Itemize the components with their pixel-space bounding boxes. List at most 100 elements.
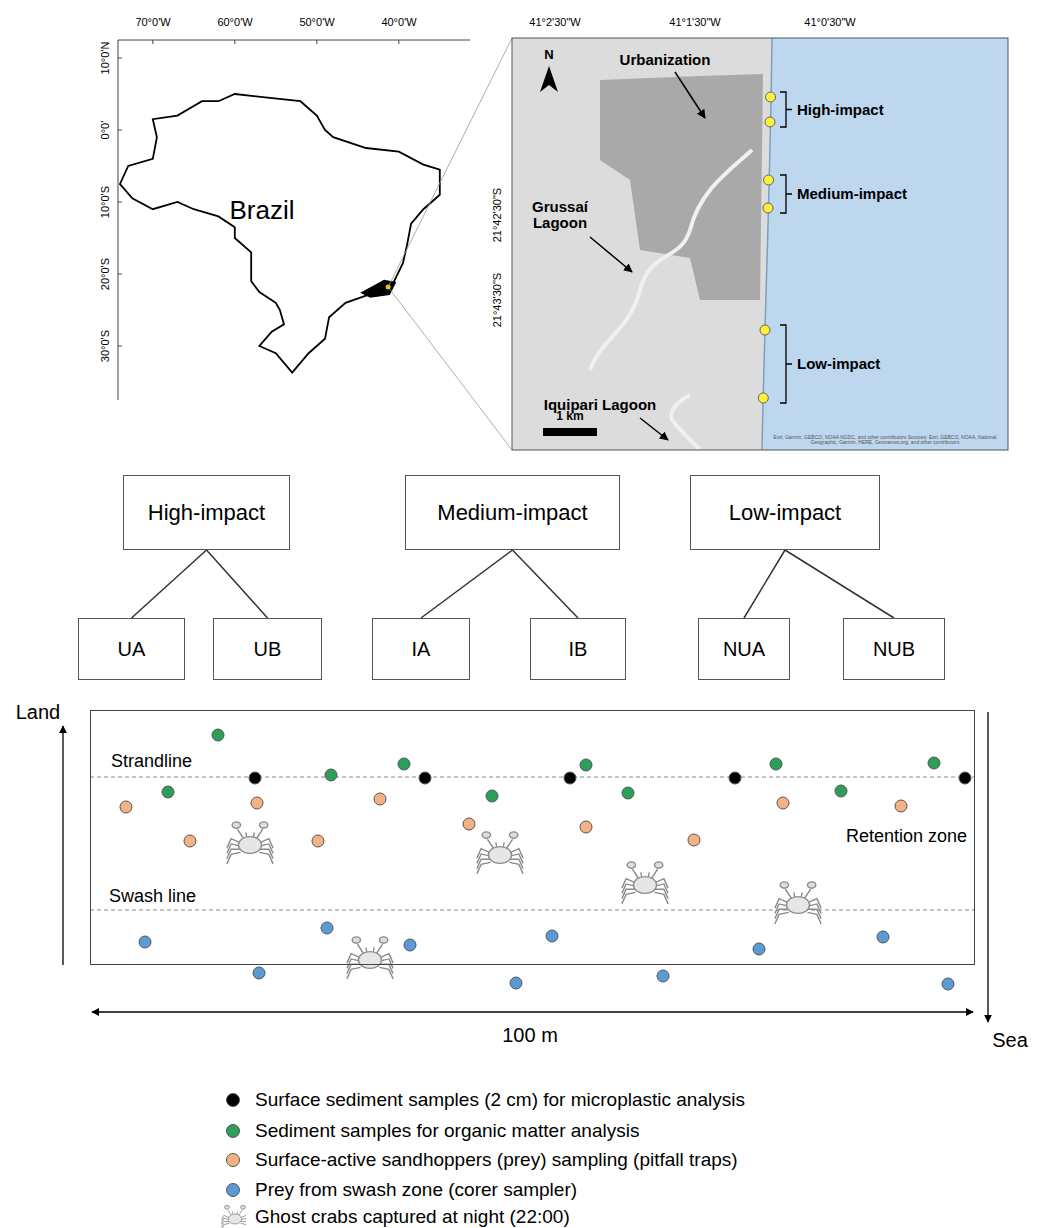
axis-label: 41°2'30"W: [529, 16, 580, 28]
illustration-part: [777, 797, 789, 809]
illustration-part: [316, 40, 317, 44]
axis-label: 10°0'N: [99, 42, 111, 75]
axis-label: 21°42'30"S: [491, 188, 503, 242]
illustration-part: [379, 967, 393, 979]
attribution: Esri, Garmin, GEBCO, NOAA NGDC, and othe…: [770, 435, 1000, 446]
illustration-part: [760, 325, 770, 335]
illustration-part: [253, 967, 265, 979]
axis-label: 40°0'W: [381, 16, 416, 28]
legend-row: Surface sediment samples (2 cm) for micr…: [220, 1087, 745, 1113]
ghost-crab: [775, 882, 821, 924]
legend-row: Ghost crabs captured at night (22:00): [220, 1204, 570, 1228]
illustration-part: [482, 832, 490, 838]
box-label: NUB: [873, 638, 915, 661]
axis-label: 21°43'30"S: [491, 273, 503, 327]
illustration-part: [753, 943, 765, 955]
illustration-part: [510, 977, 522, 989]
illustration-part: [580, 821, 592, 833]
legend-text: Prey from swash zone (corer sampler): [255, 1179, 577, 1201]
illustration-part: [622, 787, 634, 799]
site-box: UA: [78, 618, 185, 680]
box-label: IA: [412, 638, 431, 661]
zone-label: Retention zone: [846, 826, 967, 847]
illustration-part: [622, 892, 636, 904]
illustration-part: [90, 910, 975, 911]
illustration-part: [228, 1210, 232, 1216]
illustration-part: [877, 931, 889, 943]
illustration-part: [241, 1205, 246, 1209]
illustration-part: [120, 94, 440, 373]
illustration-part: [671, 395, 700, 450]
legend-swatch: [220, 1147, 246, 1173]
legend-dot: [226, 1183, 240, 1197]
impact-label: Low-impact: [797, 356, 880, 373]
illustration-part: [238, 837, 261, 854]
legend-dot: [226, 1093, 240, 1107]
box-label: IB: [569, 638, 588, 661]
illustration-part: [766, 92, 776, 102]
illustration-part: [758, 393, 768, 403]
illustration-part: [633, 877, 656, 894]
illustration-part: [590, 150, 752, 370]
illustration-part: [224, 1205, 229, 1209]
legend-text: Ghost crabs captured at night (22:00): [255, 1206, 570, 1228]
box-label: UA: [118, 638, 146, 661]
illustration-part: [118, 346, 122, 347]
illustration-part: [62, 726, 63, 965]
axis-label: 0°0': [99, 121, 111, 140]
illustration-part: [488, 847, 511, 864]
inset-map: [512, 38, 1008, 450]
illustration-part: [959, 772, 971, 784]
illustration-part: [321, 922, 333, 934]
illustration-part: [688, 834, 700, 846]
illustration-part: [765, 117, 775, 127]
legend-icon: [220, 1204, 246, 1228]
axis-label: Land: [16, 701, 61, 723]
illustration-part: [118, 274, 122, 275]
scale-label: 1 km: [556, 410, 583, 423]
illustration-part: [486, 790, 498, 802]
illustration-part: [632, 869, 638, 878]
north-label: N: [544, 48, 553, 62]
illustration-part: [780, 92, 792, 127]
illustration-part: [259, 822, 267, 828]
map-label: Urbanization: [620, 52, 711, 69]
illustration-part: [251, 797, 263, 809]
box-label: NUA: [723, 638, 765, 661]
site-box: IA: [372, 618, 470, 680]
illustration-part: [259, 852, 273, 864]
impact-box: High-impact: [123, 475, 290, 550]
illustration-part: [234, 40, 235, 44]
legend-text: Surface sediment samples (2 cm) for micr…: [255, 1089, 745, 1111]
box-label: UB: [254, 638, 282, 661]
illustration-part: [804, 889, 810, 898]
legend-row: Sediment samples for organic matter anal…: [220, 1118, 639, 1144]
illustration-part: [237, 829, 243, 838]
illustration-part: [580, 759, 592, 771]
axis-label: 41°1'30"W: [669, 16, 720, 28]
map-label: Grussaí Lagoon: [520, 199, 600, 232]
tree-connector: [513, 550, 579, 618]
illustration-part: [675, 72, 705, 118]
legend-dot: [226, 1153, 240, 1167]
axis-label: 50°0'W: [299, 16, 334, 28]
illustration-part: [785, 889, 791, 898]
site-box: IB: [530, 618, 626, 680]
illustration-part: [120, 801, 132, 813]
illustration-part: [546, 930, 558, 942]
ghost-crab: [221, 1205, 246, 1228]
impact-box: Medium-impact: [405, 475, 620, 550]
illustration-part: [419, 772, 431, 784]
tree-connector: [744, 550, 785, 618]
illustration-part: [162, 786, 174, 798]
illustration-part: [786, 897, 809, 914]
legend-text: Sediment samples for organic matter anal…: [255, 1120, 639, 1142]
legend-text: Surface-active sandhoppers (prey) sampli…: [255, 1149, 738, 1171]
illustration-part: [379, 937, 387, 943]
site-box: NUB: [843, 618, 945, 680]
illustration-part: [477, 862, 491, 874]
illustration-part: [398, 40, 399, 44]
zone-label: Swash line: [109, 886, 196, 907]
illustration-part: [404, 939, 416, 951]
legend-swatch: [220, 1087, 246, 1113]
